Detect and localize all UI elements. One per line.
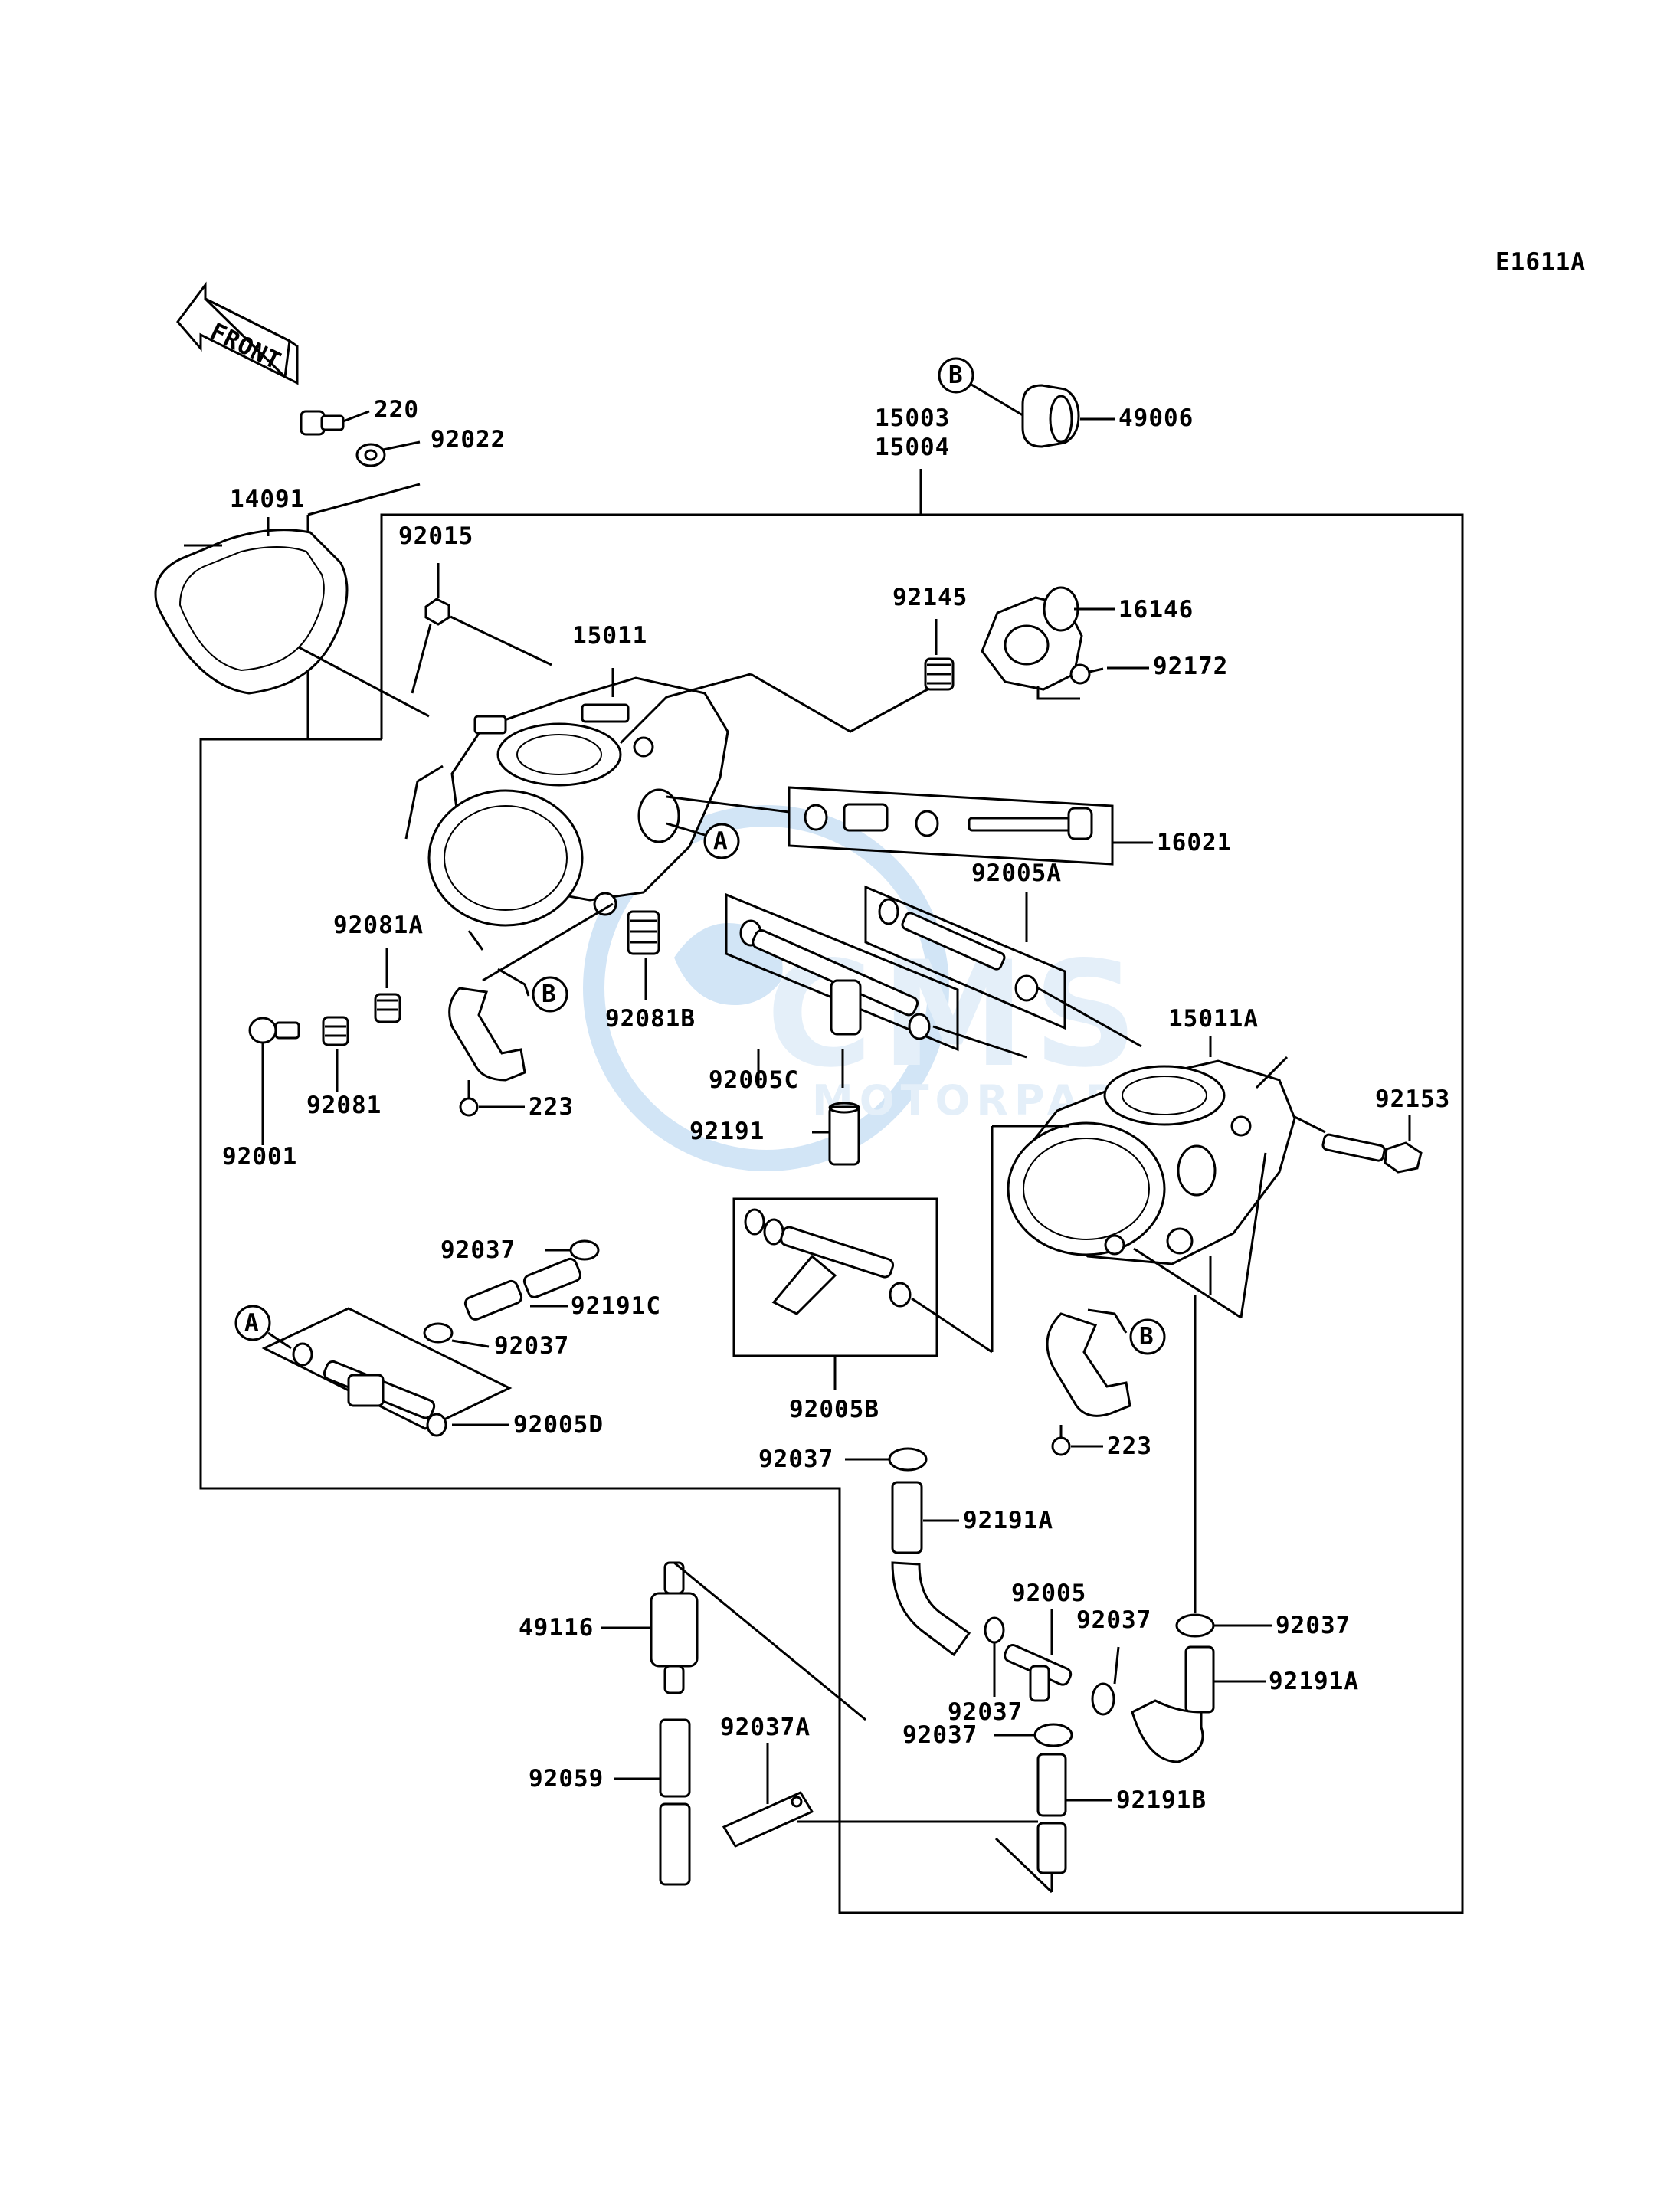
carburetor-15011-part xyxy=(404,673,935,982)
grommet-49006-part xyxy=(1021,384,1115,448)
label-92191A-left: 92191A xyxy=(963,1507,1053,1534)
nut-92015-part xyxy=(411,563,552,694)
callout-a-carb: A xyxy=(666,822,740,859)
label-92005A: 92005A xyxy=(971,859,1062,887)
label-49116: 49116 xyxy=(519,1614,594,1642)
front-arrow-icon: FRONT xyxy=(176,281,299,385)
label-92001: 92001 xyxy=(222,1143,297,1171)
clamp-92037-lower-part xyxy=(423,1322,490,1348)
shaft-16021-part xyxy=(788,786,1153,866)
svg-text:B: B xyxy=(948,362,964,389)
filter-49116-part xyxy=(601,1561,866,1721)
clamp-92037-g-part xyxy=(994,1723,1073,1747)
tube-92059-part xyxy=(614,1718,691,1886)
label-92191: 92191 xyxy=(689,1118,765,1145)
spring-92081A-part xyxy=(374,948,401,1023)
svg-text:B: B xyxy=(1139,1323,1154,1351)
label-92037-c: 92037 xyxy=(758,1446,833,1473)
label-92037-g: 92037 xyxy=(902,1721,978,1749)
bolt-220-part xyxy=(300,410,370,436)
label-92005B: 92005B xyxy=(789,1396,879,1423)
svg-text:A: A xyxy=(713,827,729,855)
label-92145: 92145 xyxy=(892,584,968,611)
screw-92172-part xyxy=(1069,663,1149,685)
clamp-92037-d-part xyxy=(1091,1646,1120,1716)
fitting-92005C-part xyxy=(725,892,1027,1088)
label-92005D: 92005D xyxy=(513,1411,604,1439)
label-92191B: 92191B xyxy=(1116,1786,1207,1814)
tube-92191B-part xyxy=(797,1753,1112,1894)
screw-92001-part xyxy=(248,1017,300,1145)
fitting-92005B-part xyxy=(732,1197,993,1390)
label-92037-upper: 92037 xyxy=(440,1236,516,1264)
callout-b-top: B xyxy=(938,357,1027,419)
label-92015: 92015 xyxy=(398,522,473,550)
label-15011: 15011 xyxy=(572,622,647,650)
label-223-right: 223 xyxy=(1107,1432,1152,1460)
label-220: 220 xyxy=(374,396,419,424)
watermark-main: CMS xyxy=(766,930,1145,1099)
label-223-left: 223 xyxy=(529,1093,574,1121)
label-92081B: 92081B xyxy=(605,1005,696,1033)
label-92037-d: 92037 xyxy=(1076,1606,1151,1634)
label-14091: 14091 xyxy=(230,486,305,513)
spring-92081B-part xyxy=(627,910,660,1000)
label-92191C: 92191C xyxy=(571,1292,661,1320)
clamp-92037-c-part xyxy=(845,1447,928,1472)
svg-text:B: B xyxy=(542,981,557,1008)
label-15004: 15004 xyxy=(875,434,950,461)
bracket-right-part xyxy=(1046,1308,1131,1417)
label-16146: 16146 xyxy=(1118,596,1194,624)
label-92037-f: 92037 xyxy=(948,1698,1023,1726)
label-92037A: 92037A xyxy=(720,1714,811,1741)
label-15003: 15003 xyxy=(875,404,950,432)
callout-b-left: B xyxy=(532,976,568,1013)
tube-92191A-left-part xyxy=(891,1481,971,1657)
label-92037-e: 92037 xyxy=(1276,1612,1351,1639)
label-92037-lower: 92037 xyxy=(494,1332,569,1360)
tube-92191A-right-part xyxy=(1131,1645,1266,1763)
diagram-code: E1611A xyxy=(1495,248,1586,276)
label-92081A: 92081A xyxy=(333,912,424,939)
label-92172: 92172 xyxy=(1153,653,1228,680)
screw-223-right-part xyxy=(1051,1425,1103,1456)
svg-text:A: A xyxy=(244,1309,260,1337)
fitting-92005D-part xyxy=(261,1307,513,1437)
label-92005: 92005 xyxy=(1011,1580,1086,1607)
cover-14091-part xyxy=(154,517,430,718)
tube-92191-part xyxy=(812,1102,860,1166)
label-16021: 16021 xyxy=(1157,829,1232,856)
assembly-frame xyxy=(199,469,1464,1914)
callout-a-left: A xyxy=(234,1305,292,1350)
label-92022: 92022 xyxy=(431,426,506,453)
tube-92191C-part xyxy=(463,1257,582,1321)
strap-92037A-part xyxy=(722,1743,814,1848)
label-92081: 92081 xyxy=(306,1092,382,1119)
spring-92081-part xyxy=(322,1016,349,1092)
fitting-92005-part xyxy=(984,1609,1073,1702)
label-92191A-right: 92191A xyxy=(1269,1668,1359,1695)
carburetor-15011A-part xyxy=(991,1036,1296,1352)
callout-b-right: B xyxy=(1129,1318,1166,1355)
screw-223-left-part xyxy=(459,1080,525,1117)
spring-92145-part xyxy=(924,619,955,691)
label-92059: 92059 xyxy=(529,1765,604,1793)
pulley-16146-part xyxy=(981,586,1115,700)
clamp-92037-upper-part xyxy=(545,1239,600,1261)
clamp-92037-e-part xyxy=(1175,1295,1272,1638)
fitting-92005A-part xyxy=(864,885,1142,1048)
label-92153: 92153 xyxy=(1375,1085,1450,1113)
bracket-left-part xyxy=(448,968,530,1082)
label-92005C: 92005C xyxy=(709,1066,799,1094)
label-49006: 49006 xyxy=(1118,404,1194,432)
washer-92022-part xyxy=(355,440,421,467)
bolt-92153-part xyxy=(1294,1115,1423,1174)
label-15011A: 15011A xyxy=(1168,1005,1259,1033)
